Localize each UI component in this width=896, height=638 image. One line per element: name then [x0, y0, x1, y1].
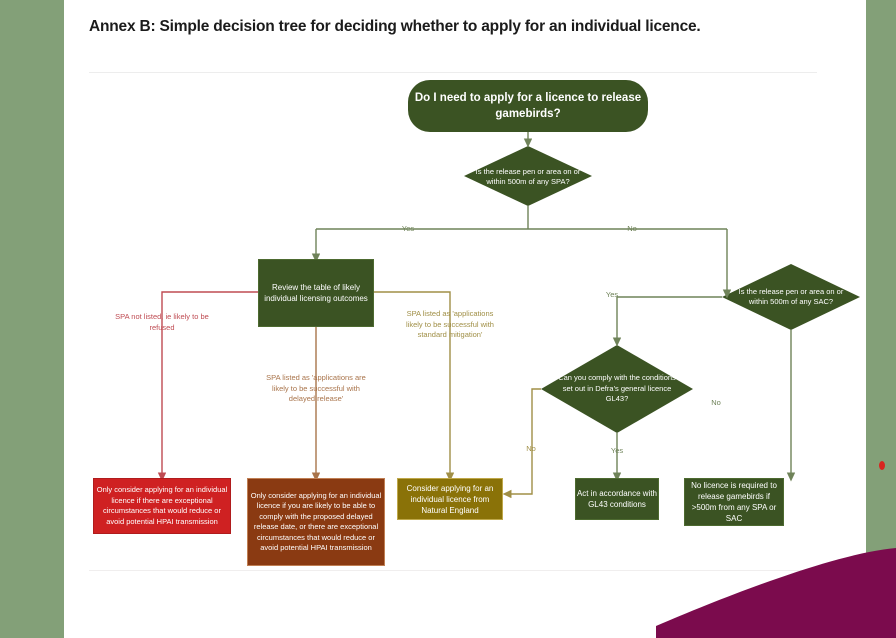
node-outcome-gl43[interactable]: Act in accordance with GL43 conditions [575, 478, 659, 520]
node-outcome-apply-label: Consider applying for an individual lice… [406, 483, 494, 515]
diamond-gl43 [541, 345, 693, 433]
accent-dot [879, 461, 885, 470]
edge-label-spa-standard: SPA listed as 'applications likely to be… [406, 309, 494, 339]
diagram-connectors [157, 132, 860, 499]
edge-label-spa-yes: Yes [401, 224, 415, 233]
node-outcome-refused[interactable]: Only consider applying for an individual… [93, 478, 231, 534]
edge-label-gl43-yes: Yes [610, 446, 624, 455]
edge-gl43-no [502, 388, 541, 499]
node-outcome-none-label: No licence is required to release gamebi… [691, 481, 777, 523]
decision-tree-diagram: Do I need to apply for a licence to rele… [64, 0, 866, 638]
node-outcome-gl43-label: Act in accordance with GL43 conditions [576, 489, 658, 509]
node-start[interactable]: Do I need to apply for a licence to rele… [408, 80, 648, 132]
node-review[interactable]: Review the table of likely individual li… [258, 259, 374, 327]
node-outcome-delayed[interactable]: Only consider applying for an individual… [247, 478, 385, 566]
page-title: Annex B: Simple decision tree for decidi… [89, 18, 701, 35]
node-review-label: Review the table of likely individual li… [264, 283, 368, 303]
title-divider [89, 72, 817, 73]
diamond-sac [722, 264, 860, 330]
edge-label-sac-yes: Yes [605, 290, 619, 299]
edge-label-gl43-no: No [526, 444, 536, 453]
edge-label-sac-no: No [711, 398, 721, 407]
diamond-spa [464, 146, 592, 206]
edge-sac-yes [612, 296, 722, 347]
node-start-label: Do I need to apply for a licence to rele… [414, 92, 642, 120]
edge-label-spa-no: No [627, 224, 637, 233]
edge-label-spa-delayed: SPA listed as 'applications are likely t… [266, 373, 366, 403]
node-outcome-apply[interactable]: Consider applying for an individual lice… [397, 478, 503, 520]
footer-divider [89, 570, 817, 571]
node-outcome-delayed-label: Only consider applying for an individual… [250, 490, 382, 553]
edge-review-to-refused [157, 291, 258, 482]
edge-review-to-apply [374, 291, 455, 482]
node-outcome-none[interactable]: No licence is required to release gamebi… [684, 478, 784, 526]
node-outcome-refused-label: Only consider applying for an individual… [96, 485, 228, 526]
edge-label-spa-not-listed: SPA not listed, ie likely to be refused [115, 312, 209, 332]
slide-page: Annex B: Simple decision tree for decidi… [64, 0, 866, 638]
